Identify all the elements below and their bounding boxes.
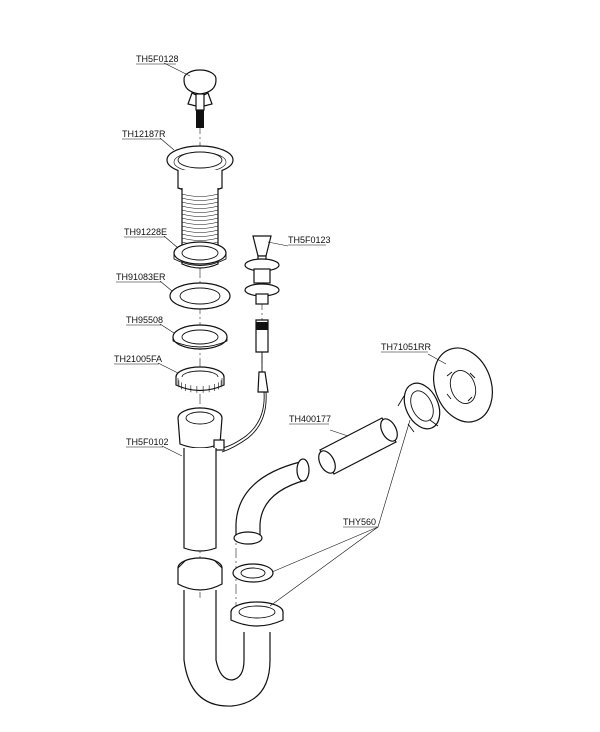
label-th5f0102: TH5F0102 xyxy=(126,437,169,447)
leader-lines xyxy=(157,62,447,607)
label-th21005fa: TH21005FA xyxy=(114,354,162,364)
label-th12187r: TH12187R xyxy=(122,129,166,139)
p-trap-part xyxy=(177,557,284,707)
tailpiece-part xyxy=(177,407,225,552)
escutcheon-part xyxy=(433,347,493,423)
label-thy560: THY560 xyxy=(343,517,376,527)
j-bend-part xyxy=(233,458,310,545)
stopper-cap-part xyxy=(183,69,217,128)
popup-linkage-part xyxy=(221,235,280,453)
label-th91228e: TH91228E xyxy=(124,227,167,237)
label-th91083er: TH91083ER xyxy=(116,272,166,282)
label-th400177: TH400177 xyxy=(289,414,331,424)
trap-arm-part xyxy=(318,417,398,475)
label-th71051rr: TH71051RR xyxy=(381,342,432,352)
washer-thy560-part xyxy=(232,563,274,583)
part-labels: TH5F0128 TH12187R TH91228E TH91083ER TH9… xyxy=(114,54,432,528)
label-th5f0123: TH5F0123 xyxy=(288,235,331,245)
label-th95508: TH95508 xyxy=(126,315,163,325)
gasket-th95508-part xyxy=(172,324,228,350)
gasket-th91083er-part xyxy=(169,282,231,310)
locknut-th21005fa-part xyxy=(175,366,225,393)
label-th5f0128: TH5F0128 xyxy=(136,54,179,64)
washer-th91228e-part xyxy=(173,241,227,266)
